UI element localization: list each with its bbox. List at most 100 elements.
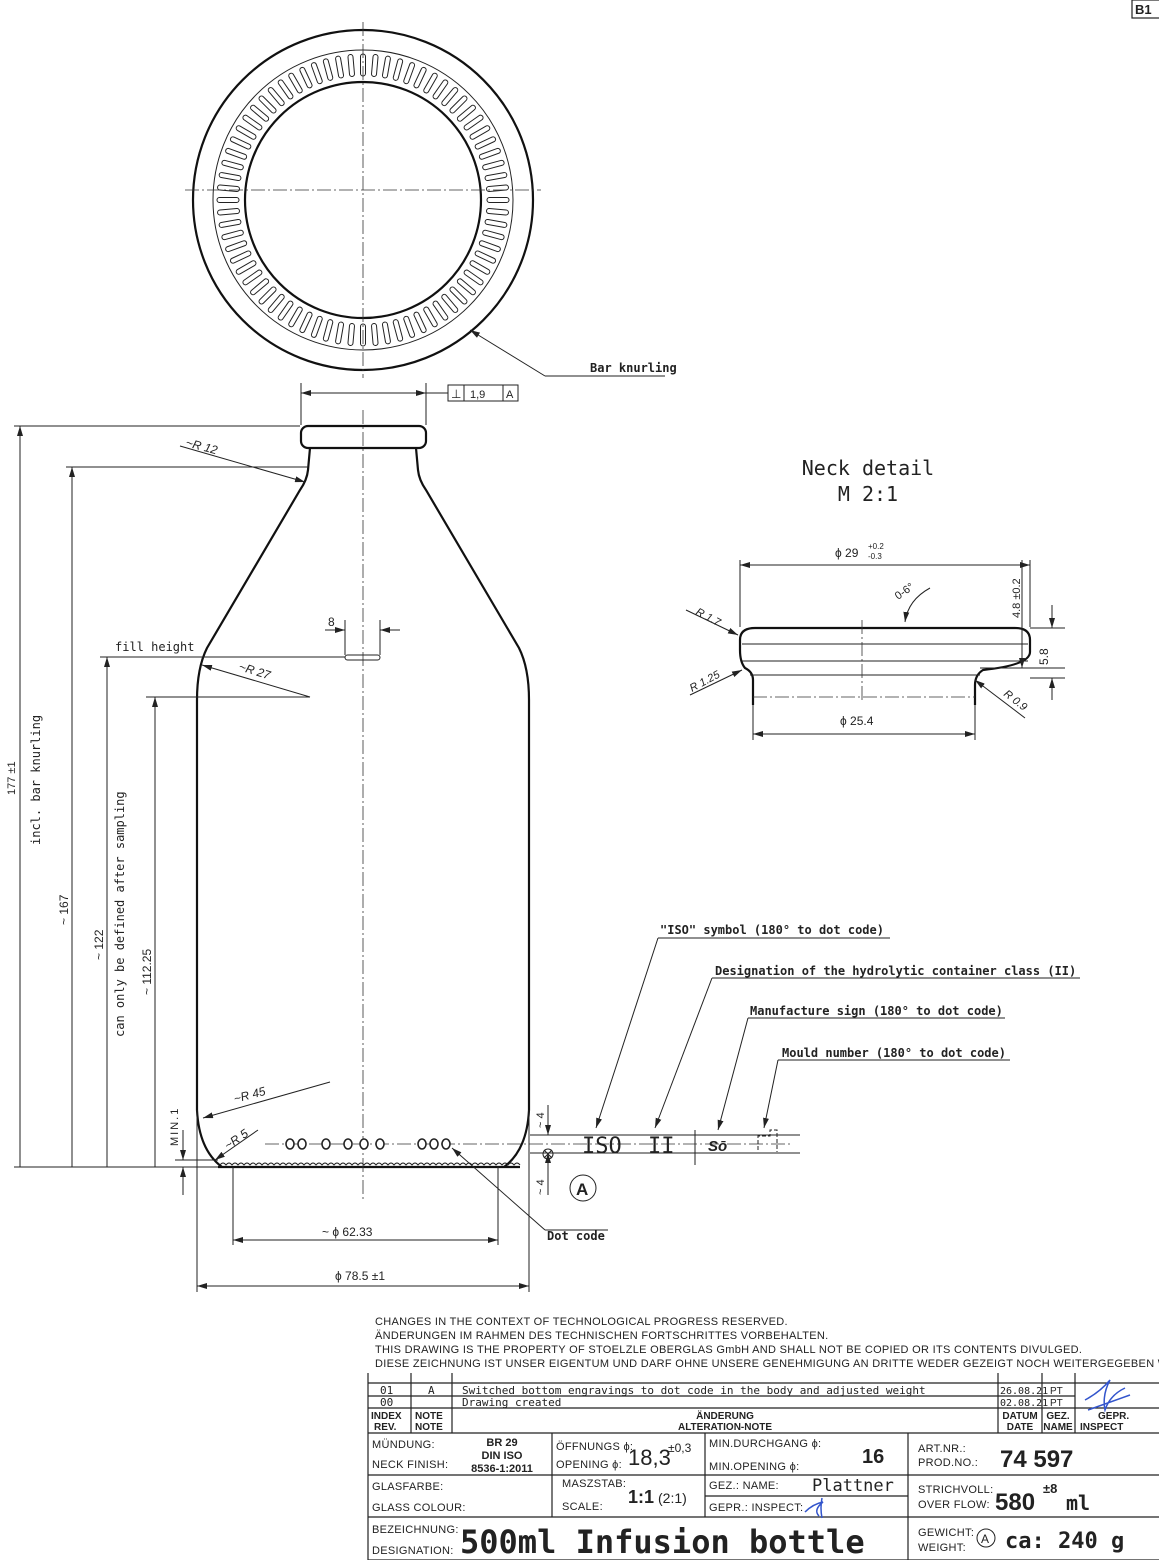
knurl-bar	[403, 62, 416, 85]
label-opening: OPENING ϕ:	[556, 1459, 622, 1471]
scale-value-detail: (2:1)	[658, 1490, 687, 1506]
fill-width-dim: 8	[328, 615, 335, 629]
hdr-alteration-en: ALTERATION-NOTE	[678, 1422, 772, 1433]
dot-code-dot	[285, 1138, 295, 1150]
knurl-bar	[322, 58, 334, 81]
datum-ref: A	[506, 389, 514, 401]
label-muendung: MÜNDUNG:	[372, 1439, 435, 1451]
overflow-value: 580	[995, 1489, 1035, 1516]
label-bezeichnung: BEZEICHNUNG:	[372, 1524, 459, 1536]
opening-value: 18,3	[628, 1445, 671, 1470]
label-inspected-by: GEPR.: INSPECT:	[709, 1502, 803, 1514]
label-drawn-by: GEZ.: NAME:	[709, 1480, 779, 1492]
knurl-bar	[217, 184, 240, 192]
r09-label: R 0.9	[1001, 688, 1029, 714]
knurl-bar	[335, 321, 345, 345]
manufacture-logo: Sō	[708, 1138, 727, 1155]
mould-number-placeholder	[757, 1129, 778, 1152]
tolerance-frame: ⊥ 1,9 A	[300, 383, 519, 425]
knurl-bar	[482, 229, 505, 241]
dot-code	[285, 1138, 451, 1150]
bar-knurling-leader	[469, 329, 546, 377]
r5-label: ~R 5	[222, 1126, 251, 1152]
knurl-bar	[267, 293, 285, 313]
rev-index: 01	[380, 1384, 393, 1397]
weight-ref-circle	[976, 1528, 996, 1548]
inspector-signature	[804, 1497, 824, 1519]
knurl-bar	[217, 208, 240, 216]
dim-58: 5.8	[1037, 648, 1051, 665]
knurl-bar	[299, 311, 313, 334]
knurl-bar	[371, 323, 379, 346]
knurl-bar	[277, 79, 294, 100]
r125-label: R 1.25	[688, 668, 723, 694]
knurl-bar	[267, 87, 285, 107]
datum-a-label: A	[576, 1180, 588, 1199]
sampling-note: can only be defined after sampling	[113, 791, 127, 1037]
dim-base: ~ ϕ 62.33	[322, 1225, 373, 1239]
knurl-bar	[288, 72, 303, 94]
designation-value: 500ml Infusion bottle	[460, 1523, 865, 1560]
hdr-name-de: GEZ.	[1046, 1411, 1070, 1422]
taper-angle: 0-6°	[893, 581, 917, 602]
dot-code-dot	[321, 1138, 331, 1150]
dot-code-dot	[417, 1138, 427, 1150]
inspector-signature	[1084, 1379, 1131, 1413]
knurl-bar	[474, 250, 497, 264]
knurl-bar	[469, 260, 491, 275]
dim-177: 177 ±1	[6, 761, 18, 795]
dot-code-label: Dot code	[547, 1229, 605, 1243]
knurl-bar	[478, 240, 501, 253]
label-oeffnung: ÖFFNUNGS ϕ:	[556, 1441, 633, 1453]
bar-knurling-label: Bar knurling	[590, 361, 677, 375]
knurl-bar	[484, 218, 508, 228]
knurl-bar	[456, 104, 476, 122]
knurl-bar	[423, 306, 438, 328]
knurl-bar	[288, 306, 303, 328]
knurl-bar	[463, 269, 484, 286]
knurl-bar	[486, 208, 509, 216]
hdr-inspect-de: GEPR.	[1098, 1411, 1129, 1422]
dot-code-dot	[375, 1138, 385, 1150]
callout-mould: Mould number (180° to dot code)	[782, 1046, 1006, 1060]
sheet-code: B1	[1135, 2, 1152, 17]
knurl-bar	[474, 136, 497, 150]
dia-29: ϕ 29	[835, 546, 859, 560]
knurl-bar	[221, 229, 244, 241]
label-scale: SCALE:	[562, 1501, 603, 1513]
weight-ref: A	[981, 1532, 989, 1546]
knurl-bar	[277, 300, 294, 321]
note-line: CHANGES IN THE CONTEXT OF TECHNOLOGICAL …	[375, 1316, 788, 1328]
knurl-bar	[456, 278, 476, 296]
bottle-outline-left	[195, 447, 312, 1168]
article-number: 74 597	[1000, 1446, 1073, 1473]
label-min-opening: MIN.OPENING ϕ:	[709, 1461, 799, 1473]
knurl-bar	[432, 300, 449, 321]
knurl-bar	[229, 250, 252, 264]
knurl-bar	[463, 114, 484, 131]
class-engraving: II	[648, 1134, 675, 1159]
rev-name: PT	[1050, 1398, 1063, 1409]
note-line: THIS DRAWING IS THE PROPERTY OF STOELZLE…	[375, 1344, 1082, 1356]
knurl-bar	[413, 311, 427, 334]
knurl-bar	[449, 95, 468, 114]
knurl-bar	[218, 218, 242, 228]
dim-48: 4.8 ±0.2	[1011, 578, 1023, 618]
neck-detail: Neck detail M 2:1 ϕ 29 +0.2 -0.3 0-6° R …	[685, 456, 1065, 740]
neck-detail-title: Neck detail	[802, 456, 934, 480]
label-prod-no: PROD.NO.:	[918, 1457, 978, 1469]
legal-notes: CHANGES IN THE CONTEXT OF TECHNOLOGICAL …	[375, 1316, 1159, 1370]
fill-height-label: fill height	[115, 640, 194, 654]
knurl-bar	[322, 319, 334, 342]
dim-4-bottom: ~ 4	[535, 1179, 547, 1195]
finish-spec: BR 29	[486, 1437, 517, 1449]
label-strichvoll: STRICHVOLL:	[918, 1484, 993, 1496]
dot-code-dot	[297, 1138, 307, 1150]
hdr-note-en: NOTE	[415, 1422, 443, 1433]
drawn-by-name: Plattner	[812, 1476, 894, 1496]
knurl-bar	[258, 286, 277, 305]
neck-finish	[299, 424, 428, 450]
dim-body: ϕ 78.5 ±1	[335, 1269, 385, 1283]
knurl-bar	[225, 240, 248, 253]
